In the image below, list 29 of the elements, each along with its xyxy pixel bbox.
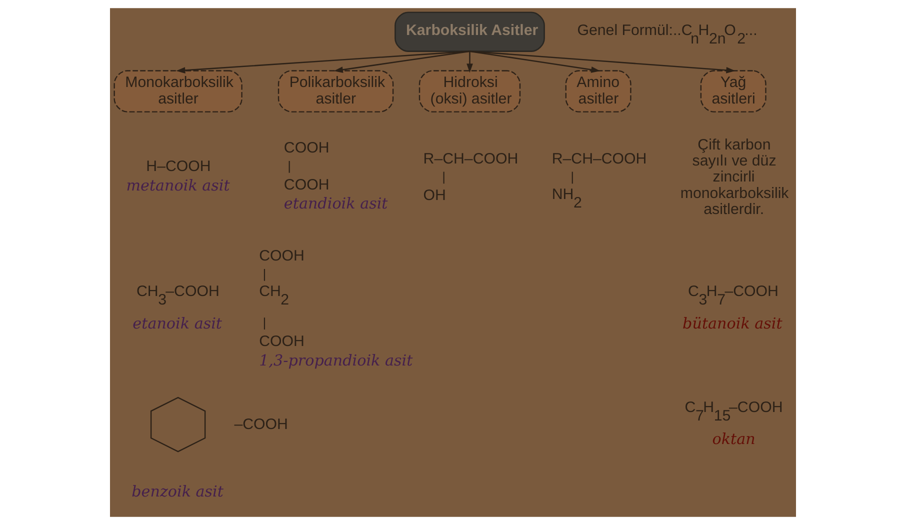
label: COOH — [283, 176, 329, 194]
node-box: Karboksilik Asitler — [394, 12, 544, 52]
node-box: Polikarboksilik asitler — [277, 70, 394, 112]
label: bütanoik asit — [682, 314, 782, 333]
node-box: Hidroksi (oksi) asitler — [418, 70, 520, 112]
label: COOH — [283, 140, 329, 157]
label: 1,3-propandioik asit — [258, 351, 412, 370]
label: etandioik asit — [283, 194, 388, 213]
arrow — [333, 50, 470, 73]
label: R–CH–COOH — [551, 150, 646, 168]
label: –COOH — [234, 416, 288, 434]
node-hexagon — [150, 396, 206, 452]
label: COOH — [258, 332, 304, 350]
label: metanoik asit — [126, 176, 230, 194]
label: benzoik asit — [131, 482, 223, 501]
node-box: Amino asitler — [564, 70, 631, 112]
node-box: Yağ asitleri — [700, 70, 766, 112]
label: etanoik asit — [132, 314, 222, 333]
label: COOH — [258, 248, 304, 265]
arrow — [176, 50, 470, 74]
node-box: Monokarboksilik asitler — [113, 70, 242, 112]
label: Çift karbon sayılı ve düz zincirli monokarboksilik asitlerdir. — [680, 136, 788, 218]
label: OH — [422, 187, 446, 204]
arrow — [466, 51, 472, 73]
label: oktan — [712, 430, 755, 448]
label: R–CH–COOH — [422, 150, 518, 168]
arrow — [469, 50, 600, 73]
label: H–COOH — [146, 158, 210, 175]
arrow — [469, 50, 735, 74]
